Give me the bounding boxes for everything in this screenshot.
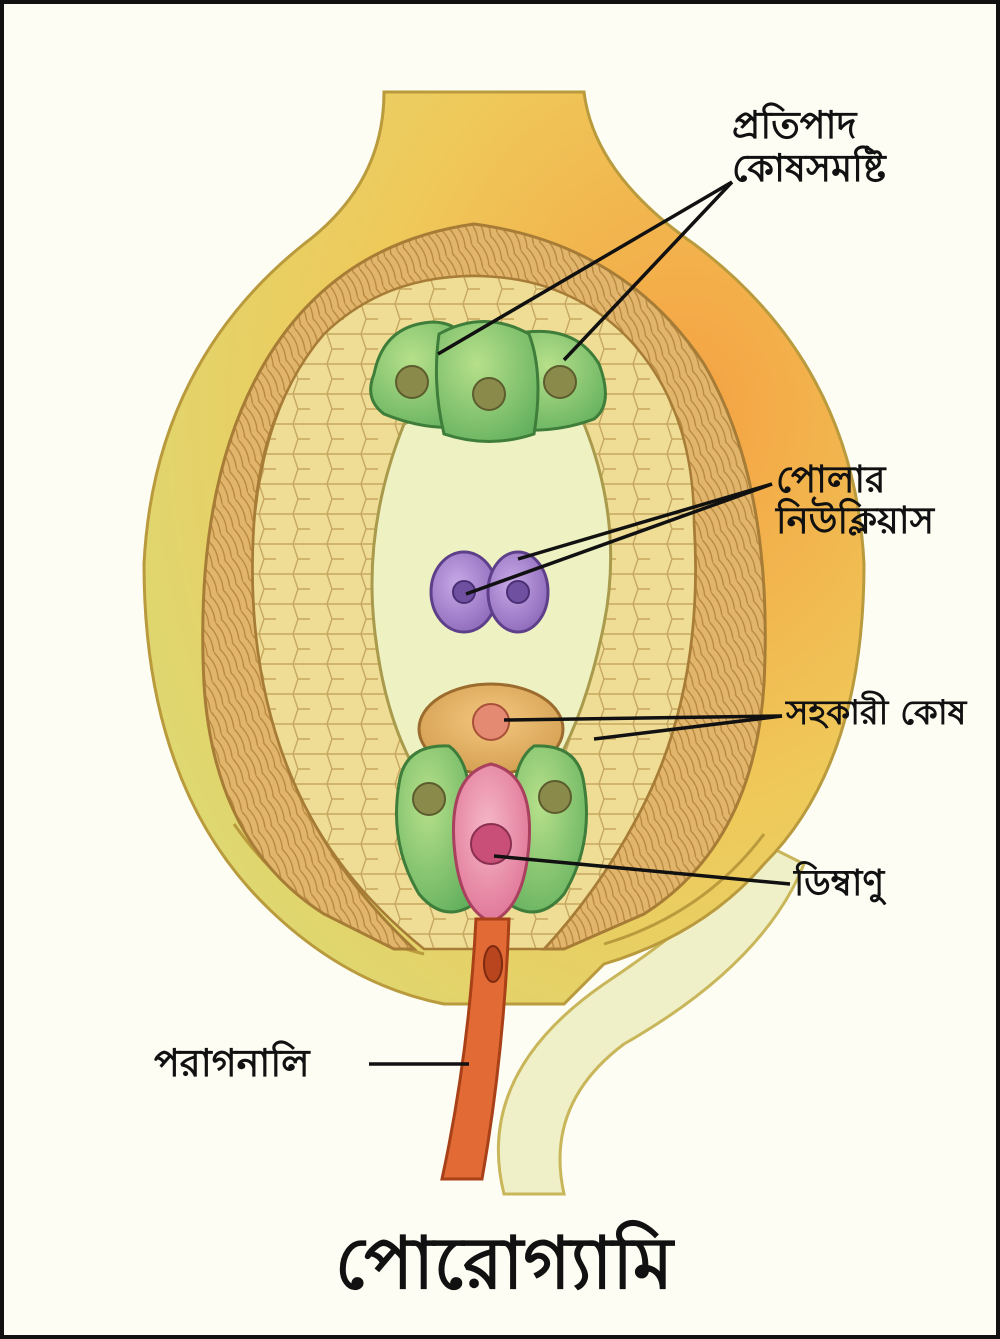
synergid-label: সহকারী কোষ [786, 693, 967, 733]
antipodal-label-line2: কোষসমষ্টি [732, 145, 886, 190]
pollen-tube [440, 917, 511, 1181]
polar-nuclei [429, 550, 550, 634]
polar-label-line2: নিউক্লিয়াস [776, 499, 935, 543]
pollen-tube-label: পরাগনালি [154, 1041, 310, 1085]
synergid-cells [395, 744, 588, 914]
antipodal-cells-label: প্রতিপাদ কোষসমষ্টি [732, 104, 886, 189]
polar-nuclei-label: পোলার নিউক্লিয়াস [776, 459, 934, 542]
diagram-title: পোরোগ্যামি [335, 1221, 673, 1305]
porogamy-diagram [142, 90, 866, 1196]
egg-cell-label: ডিম্বাণু [794, 863, 885, 904]
polar-label-line1: পোলার [776, 458, 886, 501]
leader-lines [369, 180, 791, 1066]
antipodal-label-line1: প্রতিপাদ [732, 103, 857, 147]
